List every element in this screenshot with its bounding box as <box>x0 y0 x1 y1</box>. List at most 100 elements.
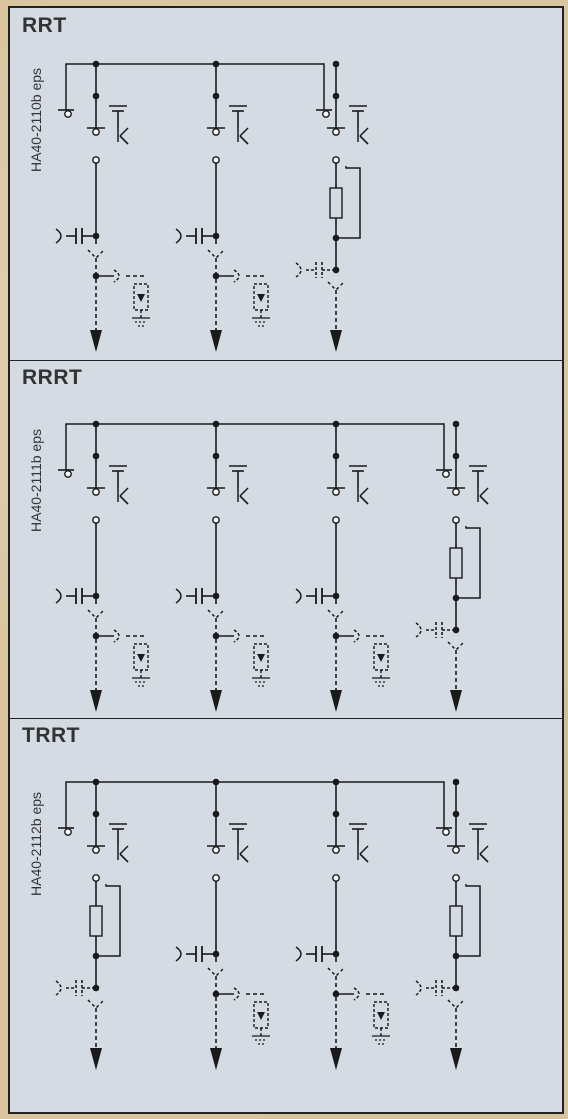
junction-dot <box>452 984 460 992</box>
switch-ring <box>212 874 220 882</box>
earth-switch-contact <box>239 495 249 505</box>
busbar-tap-dot <box>212 810 220 818</box>
panel-title: TRRT <box>22 724 80 747</box>
cable-termination <box>447 641 465 652</box>
arrester-arrow <box>257 654 265 662</box>
capacitor-symbol <box>295 946 302 962</box>
junction-dot <box>92 232 100 240</box>
cable-termination <box>327 967 345 978</box>
hv-fuse <box>449 547 463 579</box>
junction-dot <box>332 592 340 600</box>
busbar-end-ring <box>442 470 450 478</box>
panel-title: RRRT <box>22 366 83 389</box>
switch-ring <box>332 156 340 164</box>
capacitor-symbol <box>295 262 302 278</box>
hv-fuse <box>329 187 343 219</box>
switch-ring <box>332 128 340 136</box>
junction-dot <box>212 232 220 240</box>
earth-switch-contact <box>359 135 369 145</box>
hv-fuse <box>449 905 463 937</box>
arrester-arrow <box>257 1012 265 1020</box>
main-busbar <box>65 423 445 470</box>
junction-dot <box>452 626 460 634</box>
fuse-trip-link <box>96 884 121 957</box>
capacitor-symbol <box>175 946 182 962</box>
earth-switch-blade <box>357 127 369 142</box>
switch-ring <box>92 128 100 136</box>
capacitor-symbol <box>55 228 62 244</box>
capacitor-symbol <box>415 622 422 638</box>
cable-termination <box>207 609 225 620</box>
arrester-cap <box>113 269 120 283</box>
capacitor-symbol <box>175 588 182 604</box>
switch-ring <box>92 488 100 496</box>
cable-arrowhead <box>210 330 222 352</box>
switch-ring <box>212 156 220 164</box>
cable-termination <box>207 249 225 260</box>
main-busbar <box>65 781 445 828</box>
cable-arrowhead <box>210 690 222 712</box>
junction-dot <box>212 950 220 958</box>
switch-ring <box>452 488 460 496</box>
capacitor-symbol <box>175 228 182 244</box>
earth-switch-contact <box>479 853 489 863</box>
switch-ring <box>332 846 340 854</box>
junction-dot <box>332 266 340 274</box>
panel-title: RRT <box>22 14 67 37</box>
arrester-cap <box>233 269 240 283</box>
switch-ring <box>92 516 100 524</box>
capacitor-symbol <box>295 588 302 604</box>
cable-termination <box>87 609 105 620</box>
earth-switch-contact <box>479 495 489 505</box>
arrester-arrow <box>257 294 265 302</box>
earth-switch-blade <box>357 487 369 502</box>
earth-switch-blade <box>117 487 129 502</box>
earth-switch-contact <box>119 853 129 863</box>
earth-switch-blade <box>237 845 249 860</box>
switch-ring <box>452 516 460 524</box>
earth-switch-contact <box>359 853 369 863</box>
cable-arrowhead <box>450 690 462 712</box>
junction-dot <box>92 592 100 600</box>
switch-ring <box>212 846 220 854</box>
switch-ring <box>452 846 460 854</box>
cable-termination <box>327 609 345 620</box>
earth-switch-blade <box>237 487 249 502</box>
single-line-diagram <box>55 60 369 352</box>
cable-termination <box>447 999 465 1010</box>
cable-termination <box>327 281 345 292</box>
busbar-tap-dot <box>332 810 340 818</box>
main-busbar <box>65 63 325 110</box>
earth-switch-blade <box>477 845 489 860</box>
earth-switch-blade <box>477 487 489 502</box>
busbar-tap-dot <box>92 92 100 100</box>
switch-ring <box>212 488 220 496</box>
arrester-cap <box>353 629 360 643</box>
fuse-trip-link <box>456 526 481 599</box>
earth-switch-contact <box>119 135 129 145</box>
junction-dot <box>332 950 340 958</box>
earth-switch-blade <box>237 127 249 142</box>
busbar-tap-dot <box>452 452 460 460</box>
busbar-tap-dot <box>92 810 100 818</box>
cable-arrowhead <box>330 330 342 352</box>
cable-termination <box>87 249 105 260</box>
arrester-arrow <box>377 1012 385 1020</box>
busbar-end-ring <box>442 828 450 836</box>
earth-switch-blade <box>357 845 369 860</box>
junction-dot <box>92 984 100 992</box>
busbar-tap-dot <box>92 452 100 460</box>
cable-arrowhead <box>90 690 102 712</box>
switch-ring <box>212 516 220 524</box>
arrester-arrow <box>137 654 145 662</box>
cable-arrowhead <box>450 1048 462 1070</box>
busbar-end-ring <box>64 470 72 478</box>
panel-rrrt: RRRT HA40-2111b eps <box>10 360 562 719</box>
earth-switch-blade <box>117 845 129 860</box>
capacitor-symbol <box>55 588 62 604</box>
earth-switch-contact <box>239 135 249 145</box>
busbar-end-ring <box>64 828 72 836</box>
cable-arrowhead <box>210 1048 222 1070</box>
panel-rrt: RRT HA40-2110b eps <box>10 8 562 361</box>
switch-ring <box>332 516 340 524</box>
